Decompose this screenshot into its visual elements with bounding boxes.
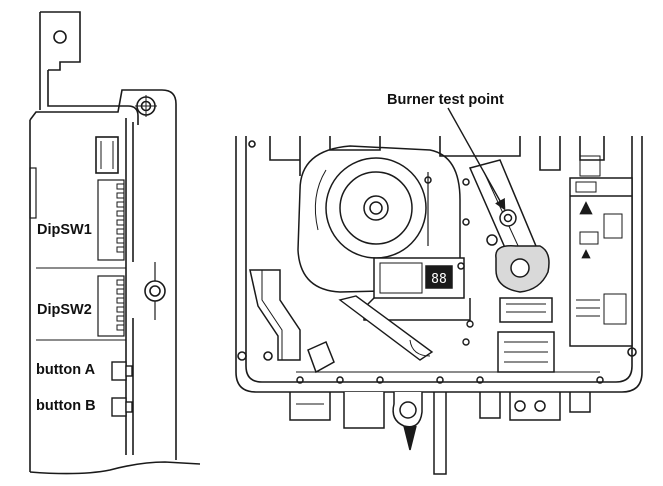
mounting-tab xyxy=(40,11,81,71)
dipsw2-switch-block xyxy=(97,275,125,337)
burner-test-point-label: Burner test point xyxy=(387,92,504,108)
control-display-box xyxy=(363,257,471,321)
support-bar xyxy=(338,295,474,361)
dipsw2-label: DipSW2 xyxy=(37,302,92,318)
boiler-frame xyxy=(235,136,643,393)
test-point-arrow xyxy=(447,107,506,211)
button-a-shape xyxy=(111,361,133,381)
electrical-box xyxy=(569,155,633,347)
lower-pipework xyxy=(289,371,604,475)
button-b-label: button B xyxy=(36,398,96,414)
button-b-shape xyxy=(111,397,133,417)
dipsw1-switch-block xyxy=(97,179,125,261)
mounting-hole xyxy=(53,30,67,44)
left-panel xyxy=(29,11,201,475)
dipsw1-label: DipSW1 xyxy=(37,222,92,238)
button-a-label: button A xyxy=(36,362,96,378)
air-duct xyxy=(249,269,335,374)
burner-assembly xyxy=(468,159,555,373)
display-readout: 88 xyxy=(431,272,447,287)
